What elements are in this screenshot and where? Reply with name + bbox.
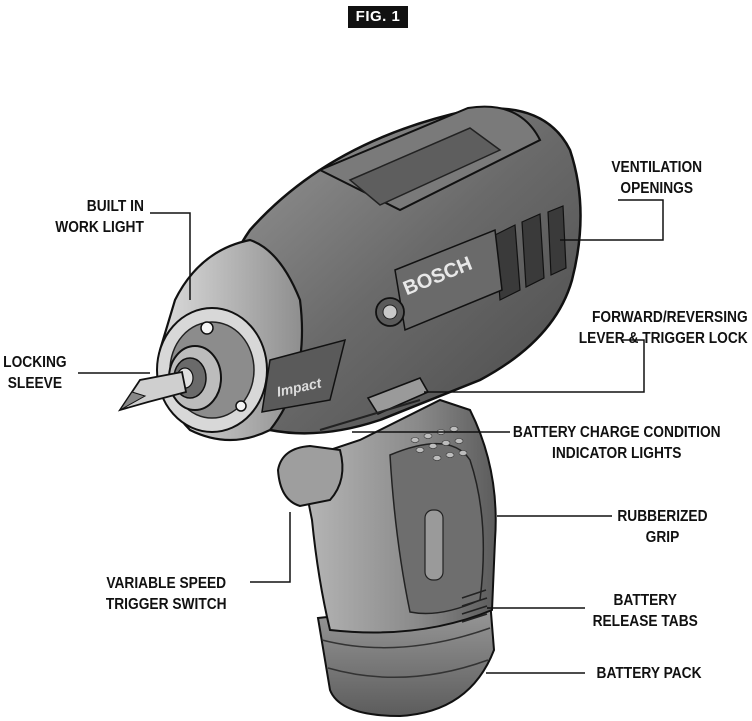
callout-ventilation-line1: VENTILATION	[611, 159, 703, 176]
callout-work-light-line2: WORK LIGHT	[55, 219, 144, 236]
callout-release-tabs: BATTERY RELEASE TABS	[593, 590, 698, 632]
handle	[298, 398, 497, 634]
callout-battery-pack-line1: BATTERY PACK	[596, 665, 702, 682]
trigger	[276, 444, 344, 508]
callout-locking-sleeve-line1: LOCKING	[3, 354, 67, 371]
driver-bit	[117, 370, 188, 412]
callout-release-tabs-line1: BATTERY	[613, 592, 677, 609]
callout-grip-line2: GRIP	[645, 529, 680, 546]
callout-battery-pack: BATTERY PACK	[597, 663, 702, 684]
work-light	[200, 321, 214, 335]
callout-release-tabs-line2: RELEASE TABS	[592, 613, 698, 630]
callout-locking-sleeve: LOCKING SLEEVE	[3, 352, 66, 394]
callout-grip: RUBBERIZED GRIP	[617, 506, 707, 548]
leader-lines	[78, 199, 664, 674]
callout-trigger: VARIABLE SPEED TRIGGER SWITCH	[106, 573, 227, 615]
callout-battery-indicator-line2: INDICATOR LIGHTS	[552, 445, 682, 462]
callout-forward-reversing-line1: FORWARD/REVERSING	[591, 309, 748, 326]
callout-grip-line1: RUBBERIZED	[617, 508, 708, 525]
callout-work-light-line1: BUILT IN	[86, 198, 144, 215]
callout-ventilation: VENTILATION OPENINGS	[611, 157, 702, 199]
callout-battery-indicator-line1: BATTERY CHARGE CONDITION	[512, 424, 721, 441]
callout-trigger-line2: TRIGGER SWITCH	[105, 596, 227, 613]
callout-forward-reversing: FORWARD/REVERSING LEVER & TRIGGER LOCK	[579, 307, 748, 349]
callout-work-light: BUILT IN WORK LIGHT	[55, 196, 144, 238]
callout-locking-sleeve-line2: SLEEVE	[7, 375, 63, 392]
callout-ventilation-line2: OPENINGS	[620, 180, 694, 197]
figure-label: FIG. 1	[348, 6, 408, 28]
callout-battery-indicator: BATTERY CHARGE CONDITION INDICATOR LIGHT…	[513, 422, 721, 464]
locking-sleeve	[168, 345, 222, 411]
callout-trigger-line1: VARIABLE SPEED	[106, 575, 227, 592]
callout-forward-reversing-line2: LEVER & TRIGGER LOCK	[578, 330, 748, 347]
